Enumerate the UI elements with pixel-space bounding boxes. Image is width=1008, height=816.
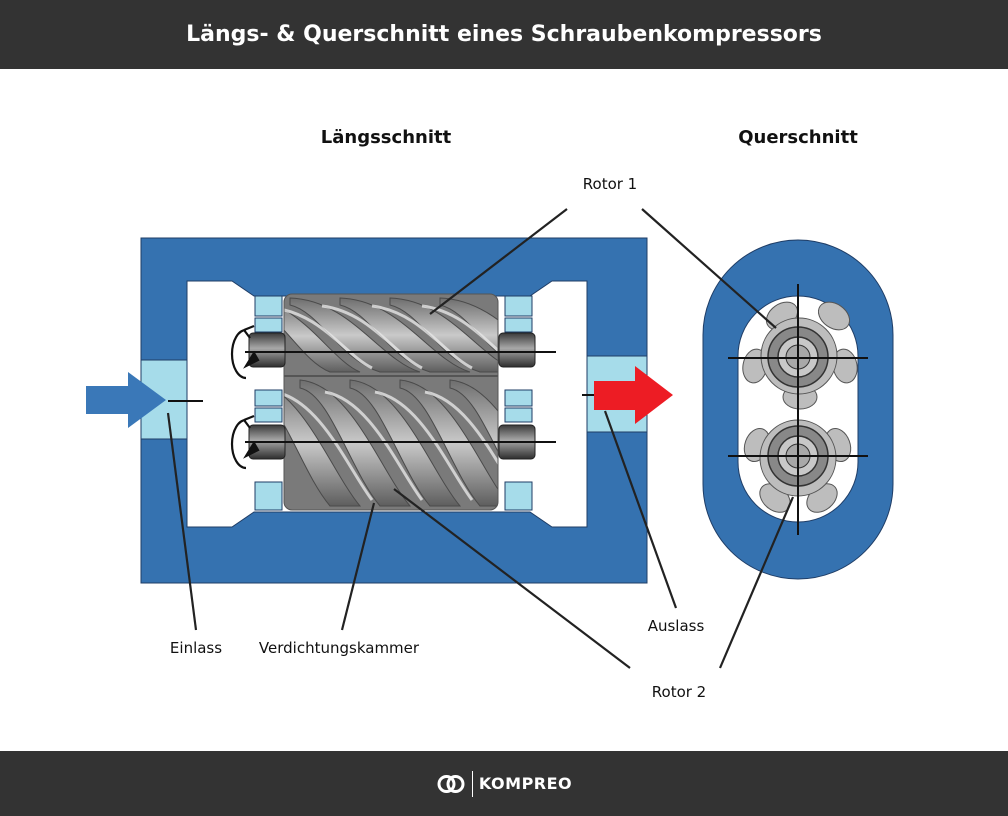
label-verdichtungskammer: Verdichtungskammer <box>259 639 420 657</box>
leader-rotor2-left <box>393 488 631 669</box>
rotation-arrow-lower-icon <box>230 414 260 470</box>
label-auslass: Auslass <box>648 617 705 635</box>
leader-rotor1-left <box>429 208 568 315</box>
interlocking-rings-icon <box>437 774 465 793</box>
brand-name: KOMPREO <box>478 774 573 793</box>
section-title-laengsschnitt: Längsschnitt <box>321 127 452 148</box>
rotation-arrow-upper-icon <box>230 324 260 380</box>
leader-einlass <box>166 412 198 631</box>
brand-logo[interactable]: KOMPREO <box>436 770 573 797</box>
leader-lines <box>166 208 795 669</box>
brand-separator <box>471 770 473 797</box>
shaft-right-upper <box>498 332 536 368</box>
page-header: Längs- & Querschnitt eines Schraubenkomp… <box>0 0 1008 69</box>
cross-section <box>702 239 894 580</box>
leader-rotor2-right <box>718 496 795 669</box>
section-title-querschnitt: Querschnitt <box>738 127 858 148</box>
label-rotor-1: Rotor 1 <box>583 175 637 193</box>
bearing-left <box>254 295 283 511</box>
cross-section-axes <box>728 284 868 535</box>
label-einlass: Einlass <box>170 639 222 657</box>
longitudinal-section <box>86 237 673 584</box>
bearing-right <box>504 295 533 511</box>
page-title: Längs- & Querschnitt eines Schraubenkomp… <box>186 22 822 47</box>
leader-auslass <box>603 410 678 609</box>
leader-rotor1-right <box>641 208 777 329</box>
page-footer: KOMPREO <box>0 751 1008 816</box>
inlet-arrow-icon <box>86 372 166 428</box>
compressor-diagram: Längsschnitt Querschnitt <box>86 127 894 701</box>
outlet-arrow-icon <box>594 366 673 424</box>
leader-verdichtungskammer <box>340 502 376 631</box>
label-rotor-2: Rotor 2 <box>652 683 706 701</box>
